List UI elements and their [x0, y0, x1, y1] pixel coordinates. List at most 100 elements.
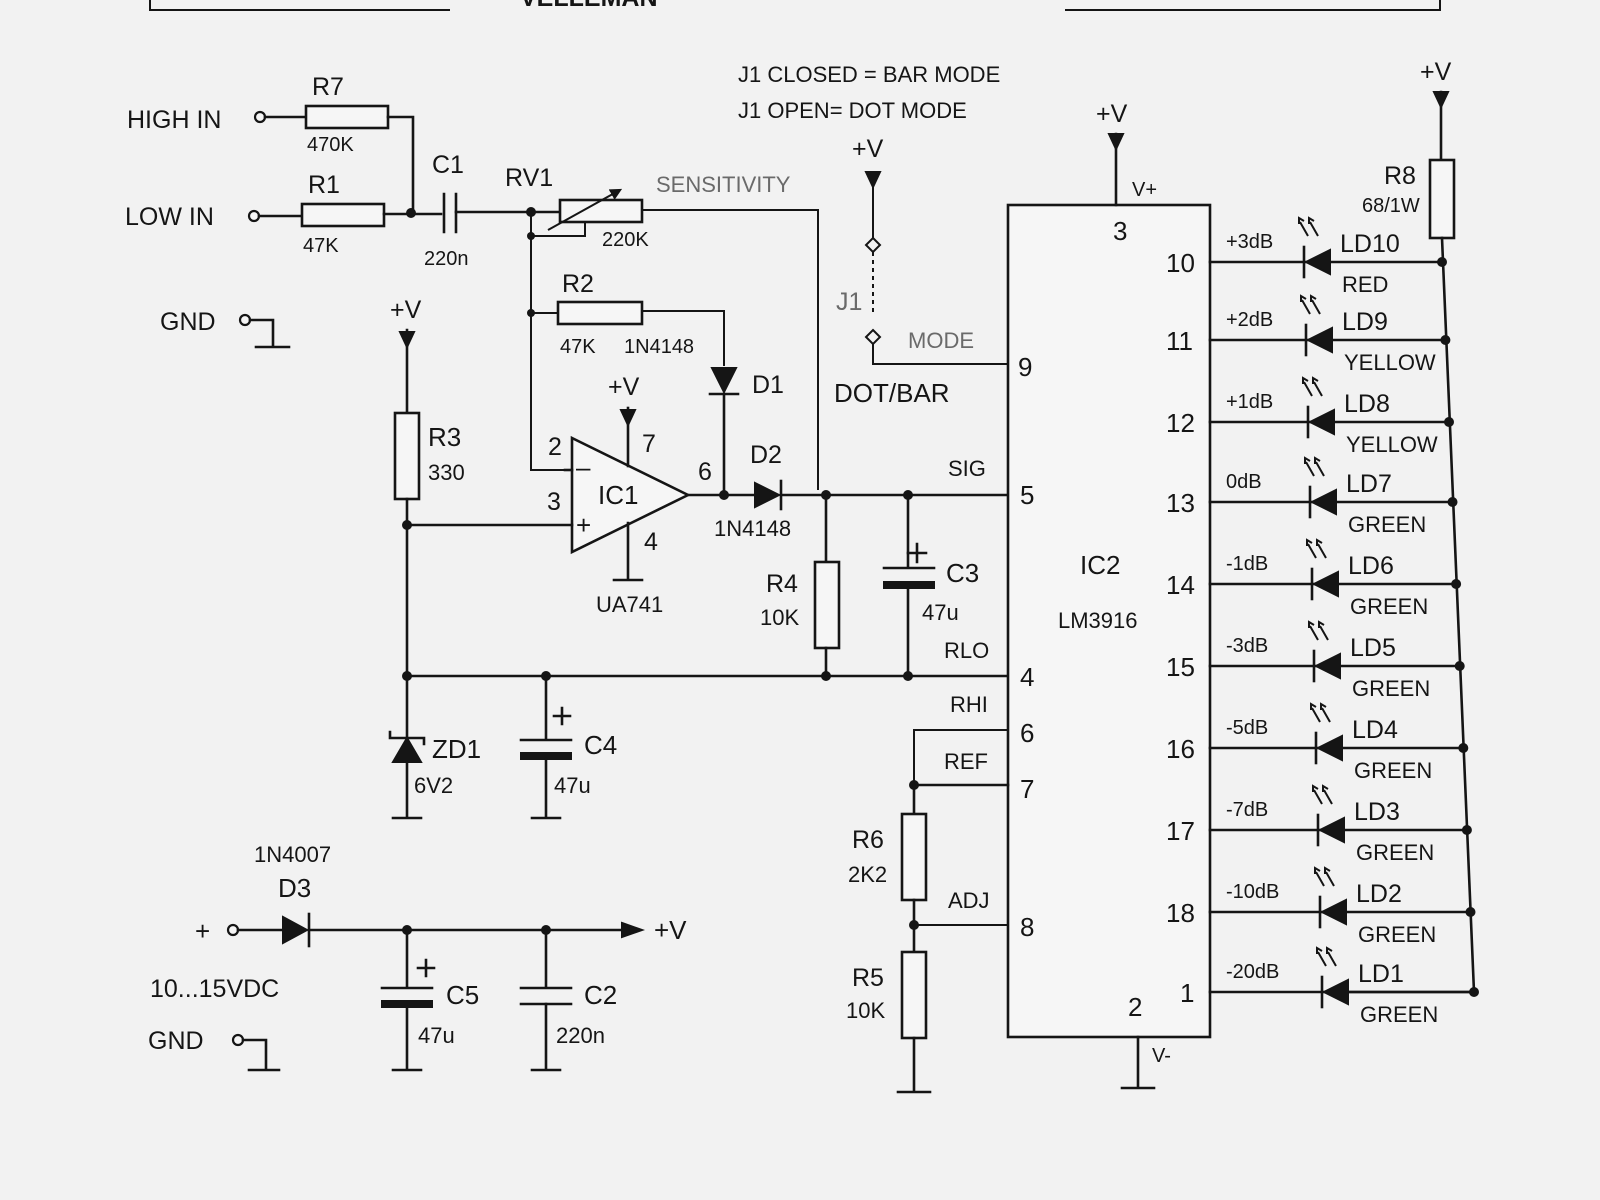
r8-value: 68/1W: [1362, 195, 1420, 217]
j1-vplus: +V: [852, 135, 884, 163]
ic2-lm3916: IC2 LM3916 V+ 3 +V 9 5 4 6 7 8 2 V- RHI …: [944, 100, 1212, 1090]
led-ref: LD8: [1344, 390, 1390, 418]
capacitor-c1: [442, 192, 458, 234]
c5-value: 47u: [418, 1023, 455, 1048]
ic1-pin-2: 2: [548, 433, 562, 461]
rv1-value: 220K: [602, 229, 649, 251]
led-light-arrows: [1312, 784, 1333, 805]
ic2-pin-6: 6: [1020, 718, 1034, 748]
led-color: GREEN: [1356, 840, 1434, 865]
ic1-pin-7: 7: [642, 430, 656, 458]
ic2-led-pin: 15: [1166, 652, 1195, 682]
d2-part: 1N4148: [714, 516, 791, 541]
supply-plus-terminal: [226, 923, 240, 937]
ref-label: REF: [944, 749, 988, 774]
page-header: VELLEMAN: [149, 0, 1441, 12]
r5-value: 10K: [846, 998, 885, 1023]
resistor-r5: [900, 950, 928, 1040]
supply-range: 10...15VDC: [150, 975, 279, 1003]
led-db-level: -5dB: [1226, 717, 1268, 739]
rv1-ref: RV1: [505, 164, 553, 192]
power-supply: 1N4007 D3 + +V 10...15VDC GND C5 47u C2 …: [148, 842, 687, 1072]
led-light-arrows: [1308, 620, 1329, 641]
c4-ref: C4: [584, 730, 617, 760]
rectifier-section: D2 1N4148 SIG R4 10K C3 47u RLO: [714, 441, 1010, 678]
potentiometer-rv1: [558, 198, 644, 224]
resistor-r2: [556, 300, 644, 326]
ic2-led-pin: 17: [1166, 816, 1195, 846]
rhi-label: RHI: [950, 692, 988, 717]
ic2-vminus-label: V-: [1152, 1045, 1171, 1067]
r6-value: 2K2: [848, 862, 887, 887]
resistor-r6: [900, 812, 928, 902]
led-ref: LD5: [1350, 634, 1396, 662]
r8-ref: R8: [1384, 162, 1416, 190]
reference-divider: R6 2K2 R5 10K: [846, 729, 1010, 1094]
ic2-pin-5: 5: [1020, 480, 1034, 510]
led-db-level: +3dB: [1226, 231, 1273, 253]
c2-ref: C2: [584, 980, 617, 1010]
resistor-r7: [304, 104, 390, 130]
led-light-arrows: [1298, 216, 1319, 237]
ic1-minus: –: [576, 452, 591, 482]
led-db-level: -7dB: [1226, 799, 1268, 821]
led-diode: [1319, 898, 1347, 926]
led-ref: LD4: [1352, 716, 1398, 744]
led-db-level: -20dB: [1226, 961, 1279, 983]
supply-out-label: +V: [654, 915, 687, 945]
resistor-r8: [1428, 158, 1456, 240]
ic2-led-pin: 14: [1166, 570, 1195, 600]
diode-d3: [282, 915, 310, 945]
led-color: GREEN: [1350, 594, 1428, 619]
capacitor-c2: [519, 986, 573, 1006]
d3-ref: D3: [278, 873, 311, 903]
zd1-ref: ZD1: [432, 734, 481, 764]
ic1-vplus: +V: [608, 373, 640, 401]
c1-value: 220n: [424, 248, 469, 270]
r1-value: 47K: [303, 235, 339, 257]
input-section: HIGH IN R7 470K LOW IN R1 47K C1 220n RV…: [125, 73, 819, 490]
led-diode: [1309, 488, 1337, 516]
ic2-pin-7: 7: [1020, 774, 1034, 804]
resistor-r4: [813, 560, 841, 650]
led-ref: LD10: [1340, 230, 1400, 258]
j1-ref: J1: [836, 288, 862, 316]
supply-plus: +: [195, 916, 210, 946]
r7-ref: R7: [312, 73, 344, 101]
led-diode: [1313, 652, 1341, 680]
r3-vplus: +V: [390, 296, 422, 324]
c5-ref: C5: [446, 980, 479, 1010]
ic2-top-vplus: +V: [1096, 100, 1128, 128]
led-ref: LD3: [1354, 798, 1400, 826]
note-line-1: J1 CLOSED = BAR MODE: [738, 62, 1000, 87]
led-diode: [1305, 326, 1333, 354]
led-diode: [1315, 734, 1343, 762]
led-ref: LD1: [1358, 960, 1404, 988]
ic1-ref: IC1: [598, 480, 638, 510]
resistor-r1: [300, 202, 386, 228]
led-db-level: 0dB: [1226, 471, 1262, 493]
ic2-pin-4: 4: [1020, 662, 1034, 692]
led-light-arrows: [1306, 538, 1327, 559]
r5-ref: R5: [852, 964, 884, 992]
reference-supply: +V R3 330 ZD1 6V2 C4 47u: [388, 296, 1010, 820]
resistor-r3: [393, 411, 421, 501]
ic1-pin-3: 3: [547, 488, 561, 516]
low-in-terminal: [247, 209, 261, 223]
ic1-pin-4: 4: [644, 528, 658, 556]
rv1-function: SENSITIVITY: [656, 172, 791, 197]
ic1-plus: +: [576, 510, 591, 540]
sig-label: SIG: [948, 456, 986, 481]
led-ref: LD6: [1348, 552, 1394, 580]
brand-label: VELLEMAN: [520, 0, 658, 12]
ic2-led-pin: 11: [1166, 326, 1193, 356]
zener-zd1: [391, 736, 423, 763]
